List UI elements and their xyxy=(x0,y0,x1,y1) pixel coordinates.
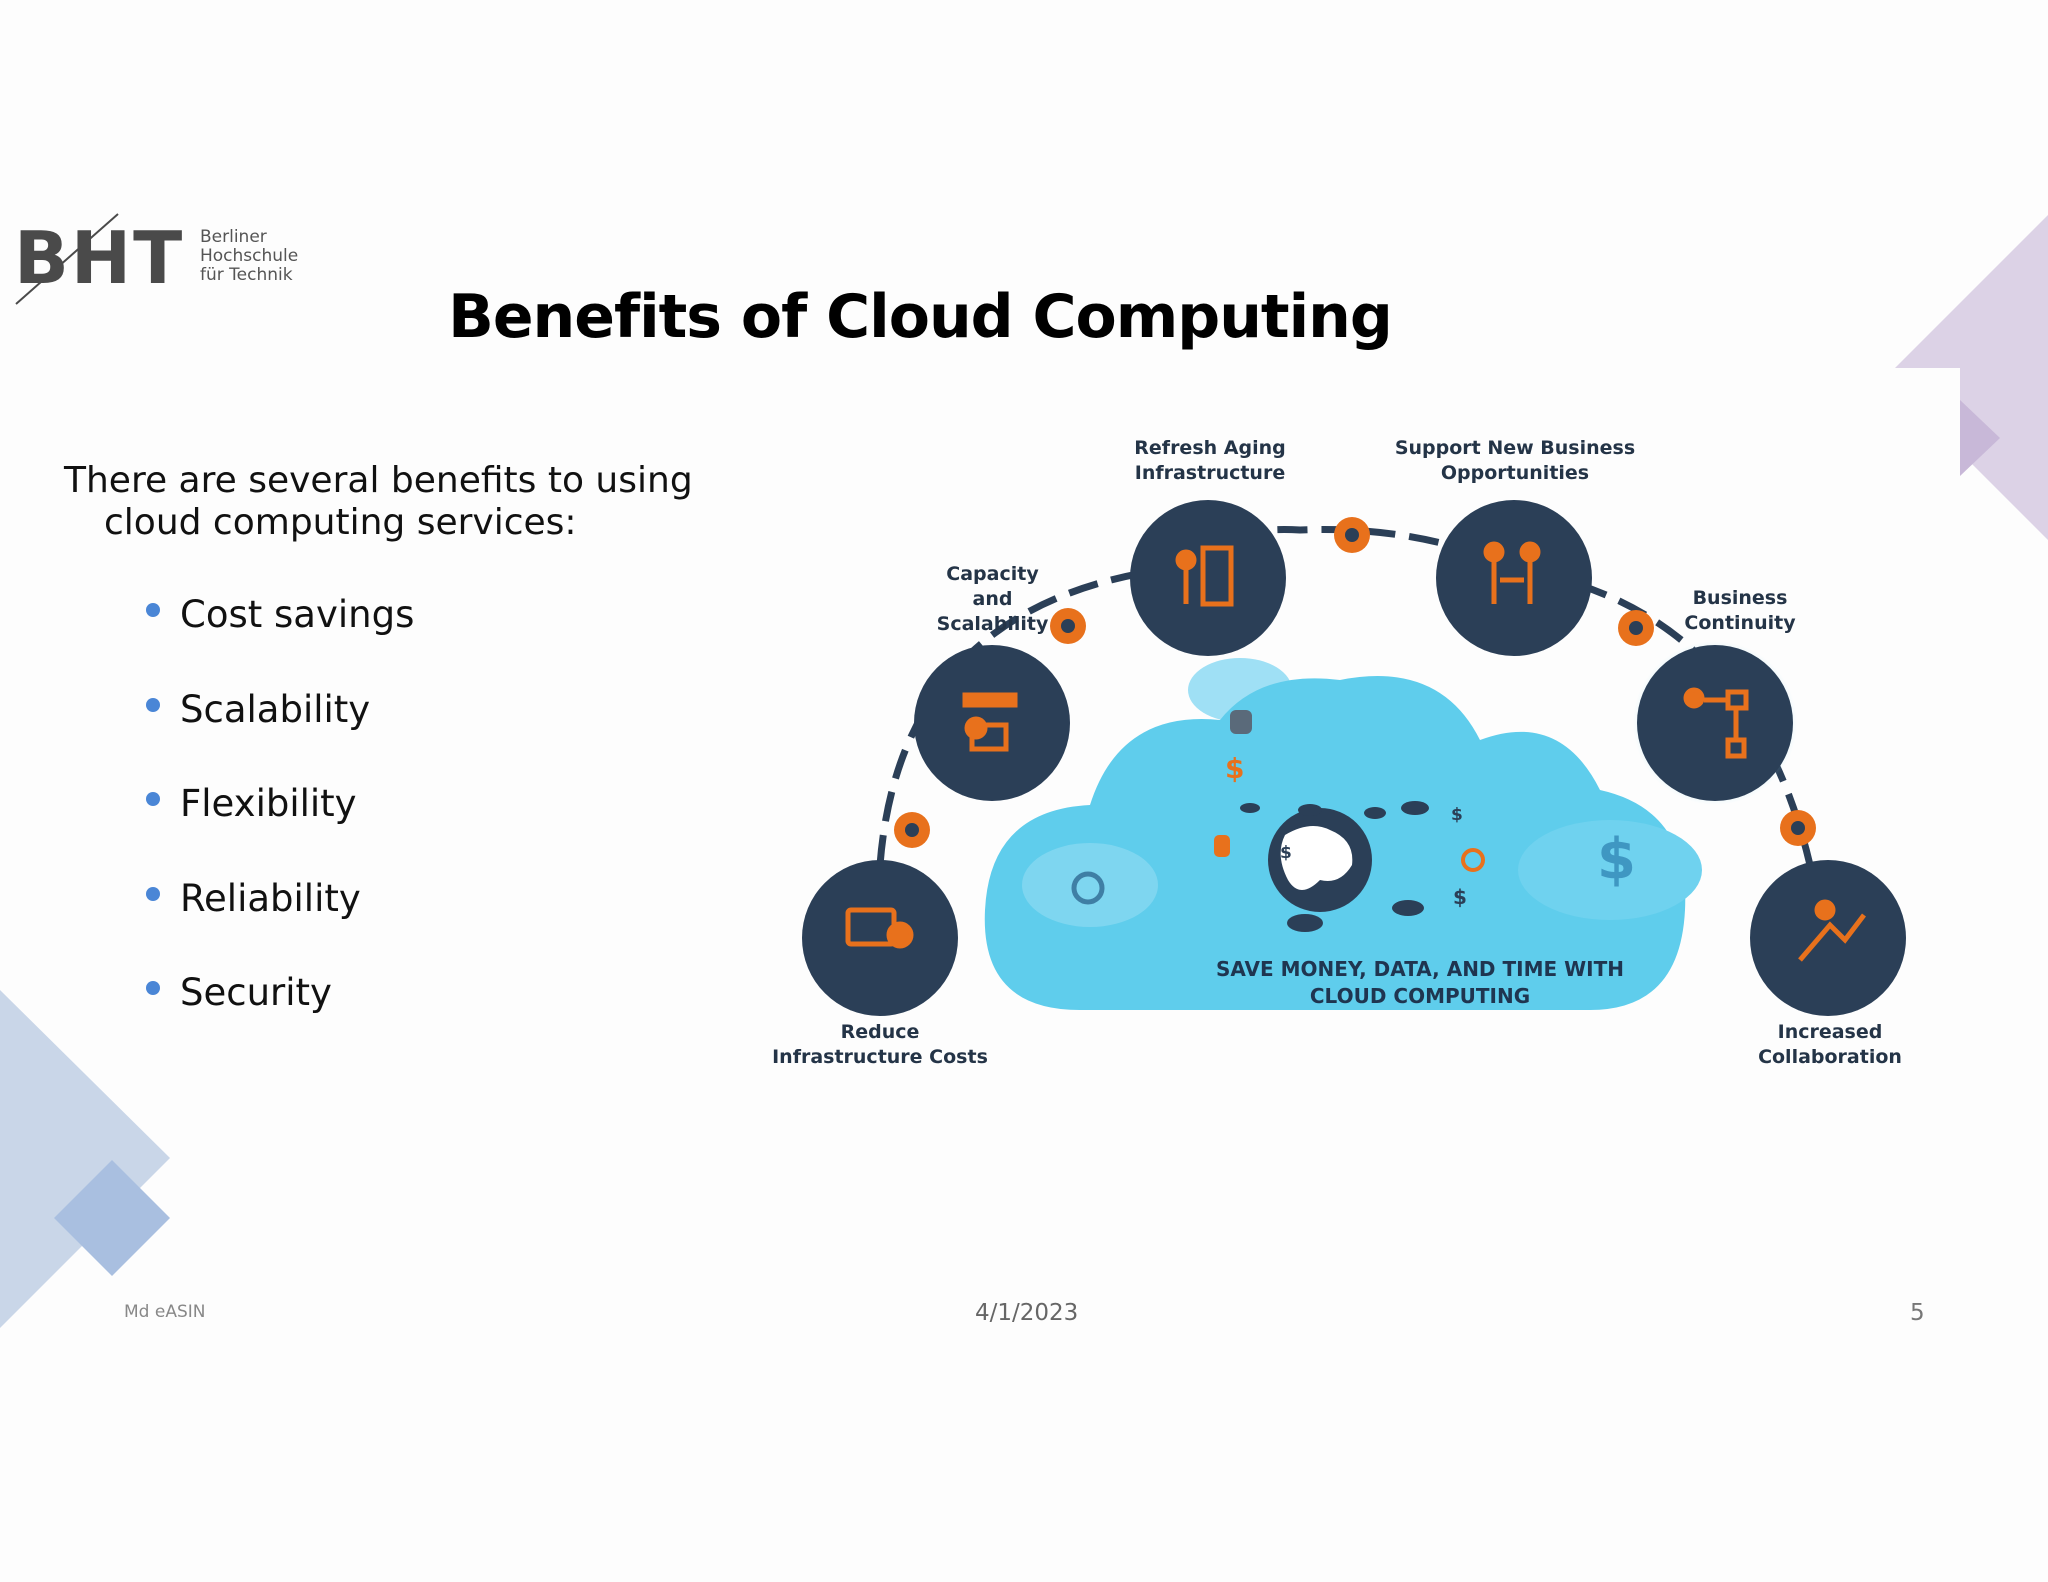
label-collaboration: Increased Collaboration xyxy=(1740,1020,1920,1070)
cloud-caption-line: CLOUD COMPUTING xyxy=(1309,984,1531,1008)
small-cloud-icons xyxy=(1240,801,1429,932)
timer-icon xyxy=(1461,848,1485,872)
label-line: Continuity xyxy=(1684,612,1796,634)
label-line: Refresh Aging xyxy=(1134,437,1286,459)
intro-line: There are several benefits to using xyxy=(64,460,693,501)
logo-line: Hochschule xyxy=(200,246,299,266)
slide-title: Benefits of Cloud Computing xyxy=(448,282,1393,352)
cloud-caption: SAVE MONEY, DATA, AND TIME WITH CLOUD CO… xyxy=(1140,956,1700,1010)
label-line: Infrastructure Costs xyxy=(772,1046,988,1068)
node-continuity xyxy=(1637,645,1793,801)
label-line: Collaboration xyxy=(1758,1046,1902,1068)
label-line: Opportunities xyxy=(1440,462,1590,484)
label-line: and xyxy=(972,588,1013,610)
node-icons xyxy=(845,541,1866,962)
arc-connector xyxy=(876,526,1814,866)
benefits-list: Cost savings Scalability Flexibility Rel… xyxy=(146,590,414,1063)
bht-logo: BHT Berliner Hochschule für Technik xyxy=(14,212,334,312)
intro-line: cloud computing services: xyxy=(104,502,577,543)
label-line: Business xyxy=(1692,587,1788,609)
globe-icon xyxy=(1268,808,1372,912)
cloud-benefits-diagram: $ $ $ $ $ xyxy=(740,410,1940,1170)
dollar-icon: $ xyxy=(1597,827,1636,892)
label-reduce-costs: Reduce Infrastructure Costs xyxy=(760,1020,1000,1070)
logo-slash xyxy=(15,213,119,305)
logo-text: Berliner Hochschule für Technik xyxy=(200,228,298,285)
dollar-icon: $ xyxy=(1453,885,1467,909)
gear-icons xyxy=(894,517,1816,848)
footer-author: Md eASIN xyxy=(124,1302,206,1322)
bullet-item: Scalability xyxy=(146,685,414,780)
dollar-icon: $ xyxy=(1280,843,1292,863)
intro-text: There are several benefits to using clou… xyxy=(64,460,704,544)
bullet-item: Reliability xyxy=(146,874,414,969)
database-icon xyxy=(1214,835,1230,857)
bullet-item: Security xyxy=(146,968,414,1063)
logo-line: Berliner xyxy=(200,227,267,247)
bullet-item: Cost savings xyxy=(146,590,414,685)
label-refresh: Refresh Aging Infrastructure xyxy=(1110,436,1310,486)
label-capacity: Capacity and Scalability xyxy=(910,562,1075,637)
timer-icon xyxy=(1071,871,1105,905)
diagram-graphics: $ $ $ $ $ xyxy=(802,500,1906,1016)
logo-line: für Technik xyxy=(200,265,293,285)
node-collaboration xyxy=(1750,860,1906,1016)
label-new-business: Support New Business Opportunities xyxy=(1390,436,1640,486)
label-line: Capacity xyxy=(946,563,1039,585)
footer-date: 4/1/2023 xyxy=(975,1300,1079,1326)
label-line: Scalability xyxy=(936,613,1049,635)
label-line: Increased xyxy=(1777,1021,1883,1043)
label-continuity: Business Continuity xyxy=(1665,586,1815,636)
page-number: 5 xyxy=(1910,1300,1925,1326)
dollar-icon: $ xyxy=(1225,752,1244,785)
label-line: Reduce xyxy=(840,1021,920,1043)
dollar-icon: $ xyxy=(1451,805,1463,825)
node-reduce-costs xyxy=(802,860,958,1016)
label-line: Support New Business xyxy=(1394,437,1636,459)
bullet-item: Flexibility xyxy=(146,779,414,874)
node-refresh xyxy=(1130,500,1286,656)
database-icon xyxy=(1230,710,1252,734)
label-line: Infrastructure xyxy=(1134,462,1286,484)
cloud-caption-line: SAVE MONEY, DATA, AND TIME WITH xyxy=(1216,957,1624,981)
